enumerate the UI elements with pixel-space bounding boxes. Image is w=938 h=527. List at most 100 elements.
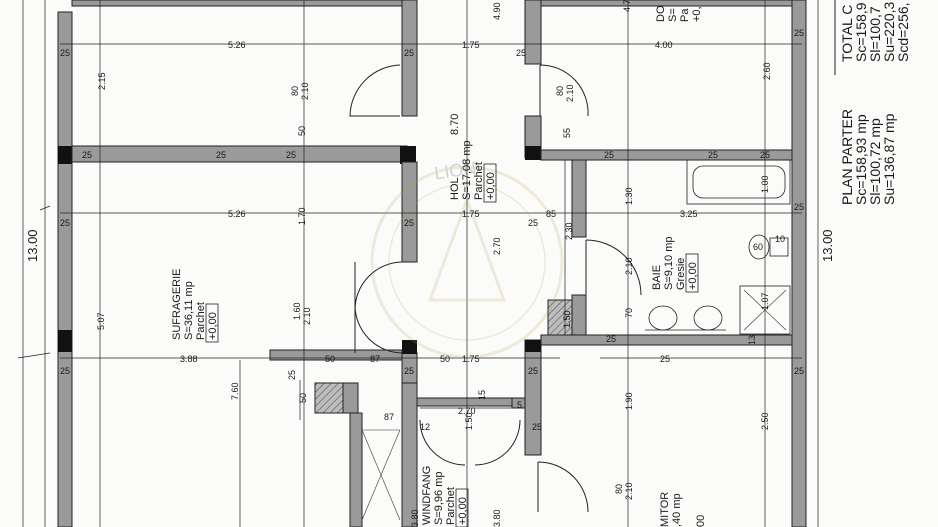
room-floor: Parchet — [195, 302, 207, 340]
room-area: S=9,10 mp — [663, 236, 675, 290]
dim-d70: 70 — [624, 308, 634, 318]
dim-h175-b: 1.75 — [462, 209, 480, 219]
room-floor: Pa — [679, 8, 691, 22]
totals-sc: Sc=158,9 — [853, 2, 869, 62]
dim-d15-v: 15 — [477, 390, 487, 400]
dim-d25-2: 25 — [60, 218, 70, 228]
dim-d25-13: 25 — [794, 28, 804, 38]
room-area: S= — [667, 8, 679, 22]
room-name: DO — [655, 5, 667, 22]
dim-h270-windfang: 2.70 — [458, 406, 476, 416]
dim-d13: 13 — [747, 335, 757, 345]
dim-v380-a: 3.80 — [410, 509, 420, 527]
dim-d25-17: 25 — [708, 150, 718, 160]
dim-h87-windfang: 87 — [384, 412, 394, 422]
dim-v230: 2.30 — [564, 222, 574, 240]
dim-d25-3: 25 — [60, 366, 70, 376]
dim-d25-18: 25 — [760, 150, 770, 160]
dim-v490: 4.90 — [492, 2, 502, 20]
dim-v190: 1.90 — [624, 392, 634, 410]
room-name: MITOR — [659, 492, 671, 527]
windfang-walls — [269, 349, 526, 527]
dim-d25-6: 25 — [286, 150, 296, 160]
room-level: 00 — [695, 515, 707, 527]
dim-d25-10: 25 — [516, 48, 526, 58]
right-outer-wall — [791, 0, 819, 527]
sinks — [645, 305, 726, 331]
dim-v160: 1.60 — [292, 302, 302, 320]
dim-door-w-1: 80 — [290, 86, 300, 96]
dim-d25-v1: 25 — [287, 370, 297, 380]
room-floor: Parchet — [473, 162, 485, 200]
dim-d25-19: 25 — [606, 334, 616, 344]
dim-total-left: 13.00 — [25, 229, 40, 262]
dim-h388: 3.88 — [180, 354, 198, 364]
plan-sl: Sl=100,72 mp — [867, 118, 883, 205]
dim-door-w-3: 80 — [555, 86, 565, 96]
room-sufragerie: SUFRAGERIE S=36,11 mp Parchet +0,00 — [171, 268, 219, 343]
dim-v215: 2.15 — [97, 72, 107, 90]
dim-d50-v2: 50 — [298, 393, 308, 403]
room-floor: Parchet — [445, 487, 457, 525]
dim-d25-21: 25 — [532, 422, 542, 432]
dim-door-h-2: 2.10 — [302, 307, 312, 325]
dim-door-h-4: 2.10 — [624, 257, 634, 275]
room-level: +0,00 — [485, 172, 497, 200]
room-area: S=9,96 mp — [433, 471, 445, 525]
plan-summary: PLAN PARTER Sc=158,93 mp Sl=100,72 mp Su… — [839, 109, 897, 205]
dim-v870: 8.70 — [449, 114, 461, 135]
plan-title: PLAN PARTER — [839, 109, 855, 205]
dim-d25-12: 25 — [528, 366, 538, 376]
door-swings — [349, 64, 642, 513]
dim-v150-windfang: 1.50 — [464, 412, 474, 430]
bathtub — [686, 159, 791, 205]
dim-v270: 2.70 — [492, 237, 502, 255]
dim-h50-a: 50 — [325, 354, 335, 364]
dim-door-w-5: 80 — [614, 484, 624, 494]
room-level: +0,00 — [457, 497, 469, 525]
plan-sc: Sc=158,93 mp — [853, 114, 869, 205]
dim-h175-a: 1.75 — [462, 40, 480, 50]
dim-v250: 2.50 — [760, 412, 770, 430]
room-area: S=17,08 mp — [461, 140, 473, 200]
dim-d25-4: 25 — [82, 150, 92, 160]
dim-v170: 1.70 — [297, 207, 307, 225]
room-floor: Gresie — [675, 258, 687, 290]
dim-d25-8: 25 — [404, 218, 414, 228]
room-level: +0,00 — [687, 262, 699, 290]
dim-d25-14: 25 — [794, 202, 804, 212]
dim-door-h-3: 2.10 — [565, 84, 575, 102]
dim-d25-9: 25 — [404, 366, 414, 376]
dim-v150-bath: 1.50 — [562, 310, 572, 328]
dim-v260: 2.60 — [762, 62, 772, 80]
left-outer-wall — [57, 11, 73, 527]
dim-h526-a: 5.26 — [228, 40, 246, 50]
dim-h400: 4.00 — [655, 40, 673, 50]
dim-v380-b: 3.80 — [492, 509, 502, 527]
dim-d25-7: 25 — [404, 48, 414, 58]
dim-v47: 4.7 — [622, 0, 632, 12]
room-name: HOL — [449, 177, 461, 200]
dim-d50-v1: 50 — [297, 126, 307, 136]
room-baie: BAIE S=9,10 mp Gresie +0,00 — [651, 236, 699, 293]
totals-su: Su=220,3 — [881, 1, 897, 62]
dim-h526-b: 5.26 — [228, 209, 246, 219]
room-level: +0,00 — [207, 312, 219, 340]
room-dormitor-top: DO S= Pa +0, — [655, 5, 703, 22]
totals-sl: Sl=100,7 — [867, 6, 883, 62]
dim-total-right: 13.00 — [820, 229, 835, 262]
totals-scd: Scd=256, — [895, 2, 911, 62]
dim-h175-c: 1.75 — [462, 354, 480, 364]
plan-su: Su=136,87 mp — [881, 113, 897, 205]
dim-d55: 55 — [562, 128, 572, 138]
left-dimension-lines — [17, 0, 51, 527]
dim-h87: 87 — [370, 354, 380, 364]
dim-v107: 1.07 — [760, 292, 770, 310]
dim-h5: 5 — [517, 400, 522, 410]
room-name: BAIE — [651, 265, 663, 290]
dim-d25-11: 25 — [528, 218, 538, 228]
room-area: S=36,11 mp — [183, 281, 195, 340]
dim-v130: 1.30 — [624, 187, 634, 205]
dim-d25-15: 25 — [794, 366, 804, 376]
